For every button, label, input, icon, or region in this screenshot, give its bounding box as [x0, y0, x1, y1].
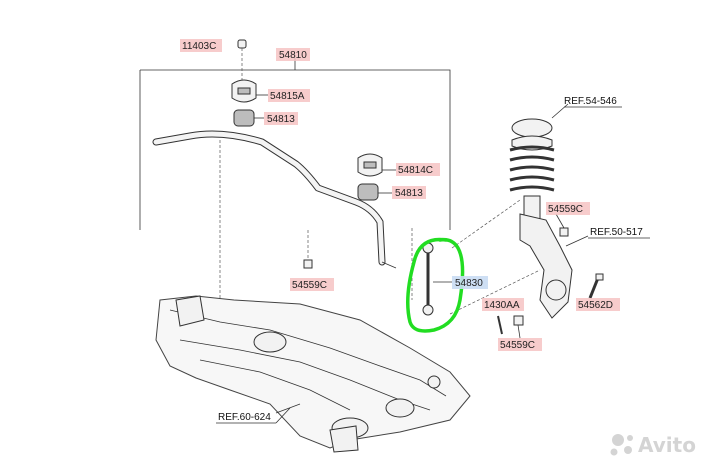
svg-text:54830: 54830: [455, 278, 483, 289]
bolt-11403c: [237, 39, 247, 82]
label-54559c-lower: 54559C: [498, 338, 542, 351]
label-1430aa: 1430AA: [482, 298, 524, 311]
svg-text:REF.50-517: REF.50-517: [590, 227, 643, 238]
svg-text:REF.60-624: REF.60-624: [218, 412, 271, 423]
svg-text:54810: 54810: [279, 50, 307, 61]
label-54813-left: 54813: [264, 112, 298, 125]
nut-54559c-strut-icon: [555, 213, 569, 237]
bushing-54813-left-icon: [233, 109, 255, 127]
green-highlight-circle: [406, 237, 465, 333]
svg-text:11403C: 11403C: [182, 41, 216, 52]
label-54562d: 54562D: [576, 298, 620, 311]
svg-text:54562D: 54562D: [578, 300, 613, 311]
nut-54559c-lower-icon: [513, 315, 524, 339]
svg-text:54815A: 54815A: [270, 91, 305, 102]
crossmember-subframe: [155, 295, 471, 453]
svg-text:54559C: 54559C: [500, 340, 535, 351]
label-11403c: 11403C: [180, 39, 222, 52]
label-ref-54-546: REF.54-546: [564, 96, 622, 108]
avito-dots-icon: [610, 434, 633, 456]
watermark-text: Avito: [638, 433, 696, 457]
pin-1430aa-icon: [497, 315, 503, 335]
stabilizer-bar: [152, 130, 397, 269]
label-54830: 54830: [452, 276, 488, 289]
label-54559c-bar: 54559C: [290, 278, 334, 291]
label-54810: 54810: [276, 48, 310, 61]
label-54814c: 54814C: [396, 163, 440, 176]
svg-text:54559C: 54559C: [548, 204, 583, 215]
bushing-54814c-icon: [357, 153, 383, 177]
svg-text:1430AA: 1430AA: [484, 300, 520, 311]
label-54813-right: 54813: [392, 186, 426, 199]
assembly-bracket: [139, 58, 451, 230]
label-54815a: 54815A: [268, 89, 310, 102]
label-ref-50-517: REF.50-517: [588, 227, 650, 239]
svg-text:54814C: 54814C: [398, 165, 433, 176]
svg-text:54559C: 54559C: [292, 280, 327, 291]
steering-knuckle: [519, 213, 589, 319]
label-54559c-strut: 54559C: [546, 202, 590, 215]
avito-watermark: Avito: [610, 433, 696, 457]
svg-text:REF.54-546: REF.54-546: [564, 96, 617, 107]
bolt-54562d-icon: [588, 273, 604, 299]
svg-text:54813: 54813: [267, 114, 295, 125]
strut-assembly: [509, 103, 569, 225]
nut-54559c-bar-icon: [303, 230, 313, 269]
bushing-54815a-icon: [231, 79, 257, 103]
bushing-54813-right-icon: [357, 183, 379, 201]
svg-text:54813: 54813: [395, 188, 423, 199]
stabilizer-link-54830: [422, 242, 452, 316]
label-ref-60-624: REF.60-624: [216, 407, 291, 424]
